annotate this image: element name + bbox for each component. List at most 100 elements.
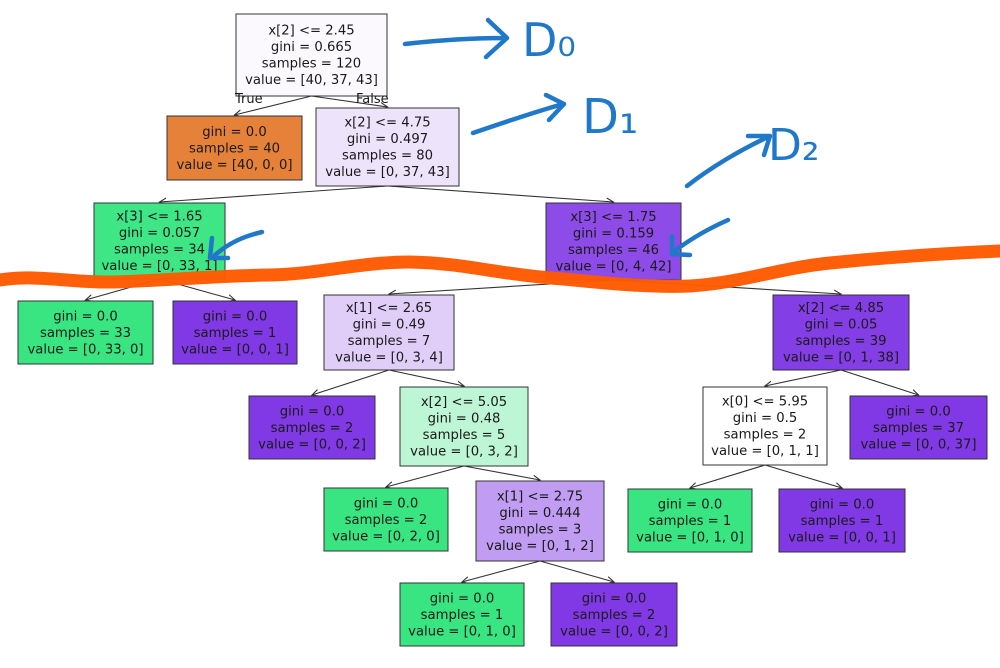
false-edge-label: False <box>356 92 389 107</box>
tree-node-line: samples = 1 <box>649 514 732 529</box>
tree-edge-n2-n6 <box>387 185 614 202</box>
tree-node-line: value = [0, 0, 2] <box>258 437 366 452</box>
tree-node-line: gini = 0.0 <box>582 591 646 606</box>
tree-node-line: samples = 2 <box>573 608 656 623</box>
tree-node-line: samples = 80 <box>342 149 433 164</box>
tree-node-box <box>849 395 988 460</box>
tree-edge-n14-n18 <box>840 369 919 395</box>
tree-node-line: samples = 40 <box>189 141 280 156</box>
tree-node-line: gini = 0.0 <box>658 497 722 512</box>
annotation-d0: D₀ <box>402 13 576 67</box>
tree-node-line: value = [0, 1, 1] <box>711 444 819 459</box>
tree-node-box <box>323 487 449 552</box>
tree-node-line: value = [40, 0, 0] <box>176 158 292 173</box>
tree-node-line: x[1] <= 2.75 <box>497 490 583 505</box>
annotation-d0-label: D₀ <box>522 13 576 67</box>
tree-node-box <box>778 488 906 553</box>
tree-node-box <box>172 300 298 365</box>
tree-node-line: gini = 0.159 <box>573 227 654 242</box>
tree-node-box <box>235 13 388 97</box>
tree-node-box <box>17 300 154 365</box>
tree-node-line: gini = 0.0 <box>810 497 874 512</box>
tree-node-line: value = [0, 3, 2] <box>410 445 518 460</box>
tree-node-line: gini = 0.0 <box>280 404 344 419</box>
tree-edge-n11-n13 <box>539 560 614 582</box>
tree-node-line: samples = 46 <box>568 243 659 258</box>
tree-node-line: x[2] <= 4.75 <box>344 116 430 131</box>
tree-node-line: value = [0, 0, 37] <box>860 437 976 452</box>
annotation-d0-arrow <box>402 17 510 60</box>
tree-node-box <box>399 582 525 647</box>
tree-edge-n9-n11 <box>463 465 540 480</box>
tree-node-box <box>627 488 753 553</box>
tree-node-line: value = [0, 1, 38] <box>783 351 899 366</box>
tree-node-line: value = [0, 1, 0] <box>408 624 516 639</box>
annotation-pointer-right <box>669 217 731 258</box>
tree-node-line: x[2] <= 5.05 <box>421 395 507 410</box>
tree-node-line: samples = 120 <box>262 57 361 72</box>
tree-node-line: x[3] <= 1.75 <box>570 210 656 225</box>
tree-node-line: value = [0, 37, 43] <box>325 165 449 180</box>
tree-node-line: gini = 0.0 <box>886 404 950 419</box>
tree-node-box <box>702 386 828 466</box>
tree-node-line: samples = 1 <box>801 514 884 529</box>
tree-node-line: value = [40, 37, 43] <box>245 73 378 88</box>
tree-node-box <box>475 480 605 562</box>
annotation-pointer-left <box>207 229 265 261</box>
tree-edge-n0-n2 <box>311 95 388 107</box>
tree-node-line: samples = 1 <box>421 608 504 623</box>
pointer-right-arrow <box>669 217 731 258</box>
tree-node-line: gini = 0.49 <box>353 318 426 333</box>
annotation-d1-arrow <box>470 92 567 136</box>
tree-node-line: value = [0, 3, 4] <box>335 351 443 366</box>
pointer-left-arrow <box>207 229 265 261</box>
tree-node-line: value = [0, 1, 0] <box>636 530 744 545</box>
annotation-d2-label: D₂ <box>768 120 820 171</box>
tree-node-line: samples = 5 <box>423 428 506 443</box>
tree-node-line: x[3] <= 1.65 <box>116 210 202 225</box>
tree-node-box <box>93 202 226 280</box>
tree-edge-n7-n8 <box>312 369 390 395</box>
tree-node-box <box>248 395 376 460</box>
tree-node-line: samples = 37 <box>873 421 964 436</box>
tree-node-line: samples = 39 <box>795 334 886 349</box>
tree-node-line: gini = 0.0 <box>354 496 418 511</box>
tree-node-line: gini = 0.444 <box>499 506 580 521</box>
tree-node-box <box>545 202 682 281</box>
tree-edge-n0-n1 <box>235 95 312 115</box>
tree-node-line: samples = 1 <box>194 326 277 341</box>
annotation-d1-label: D₁ <box>582 89 638 145</box>
tree-node-line: value = [0, 0, 1] <box>181 342 289 357</box>
true-edge-label: True <box>234 92 263 107</box>
tree-node-line: value = [0, 1, 2] <box>486 539 594 554</box>
tree-node-line: gini = 0.0 <box>202 125 266 140</box>
tree-node-line: x[1] <= 2.65 <box>346 301 432 316</box>
tree-node-line: gini = 0.05 <box>805 318 878 333</box>
blue-annotations: D₀ D₁ D₂ <box>207 13 820 261</box>
tree-edge-n9-n10 <box>386 465 465 487</box>
tree-edge-n11-n12 <box>462 560 541 582</box>
tree-node-line: x[2] <= 2.45 <box>268 24 354 39</box>
tree-node-line: gini = 0.057 <box>119 226 200 241</box>
